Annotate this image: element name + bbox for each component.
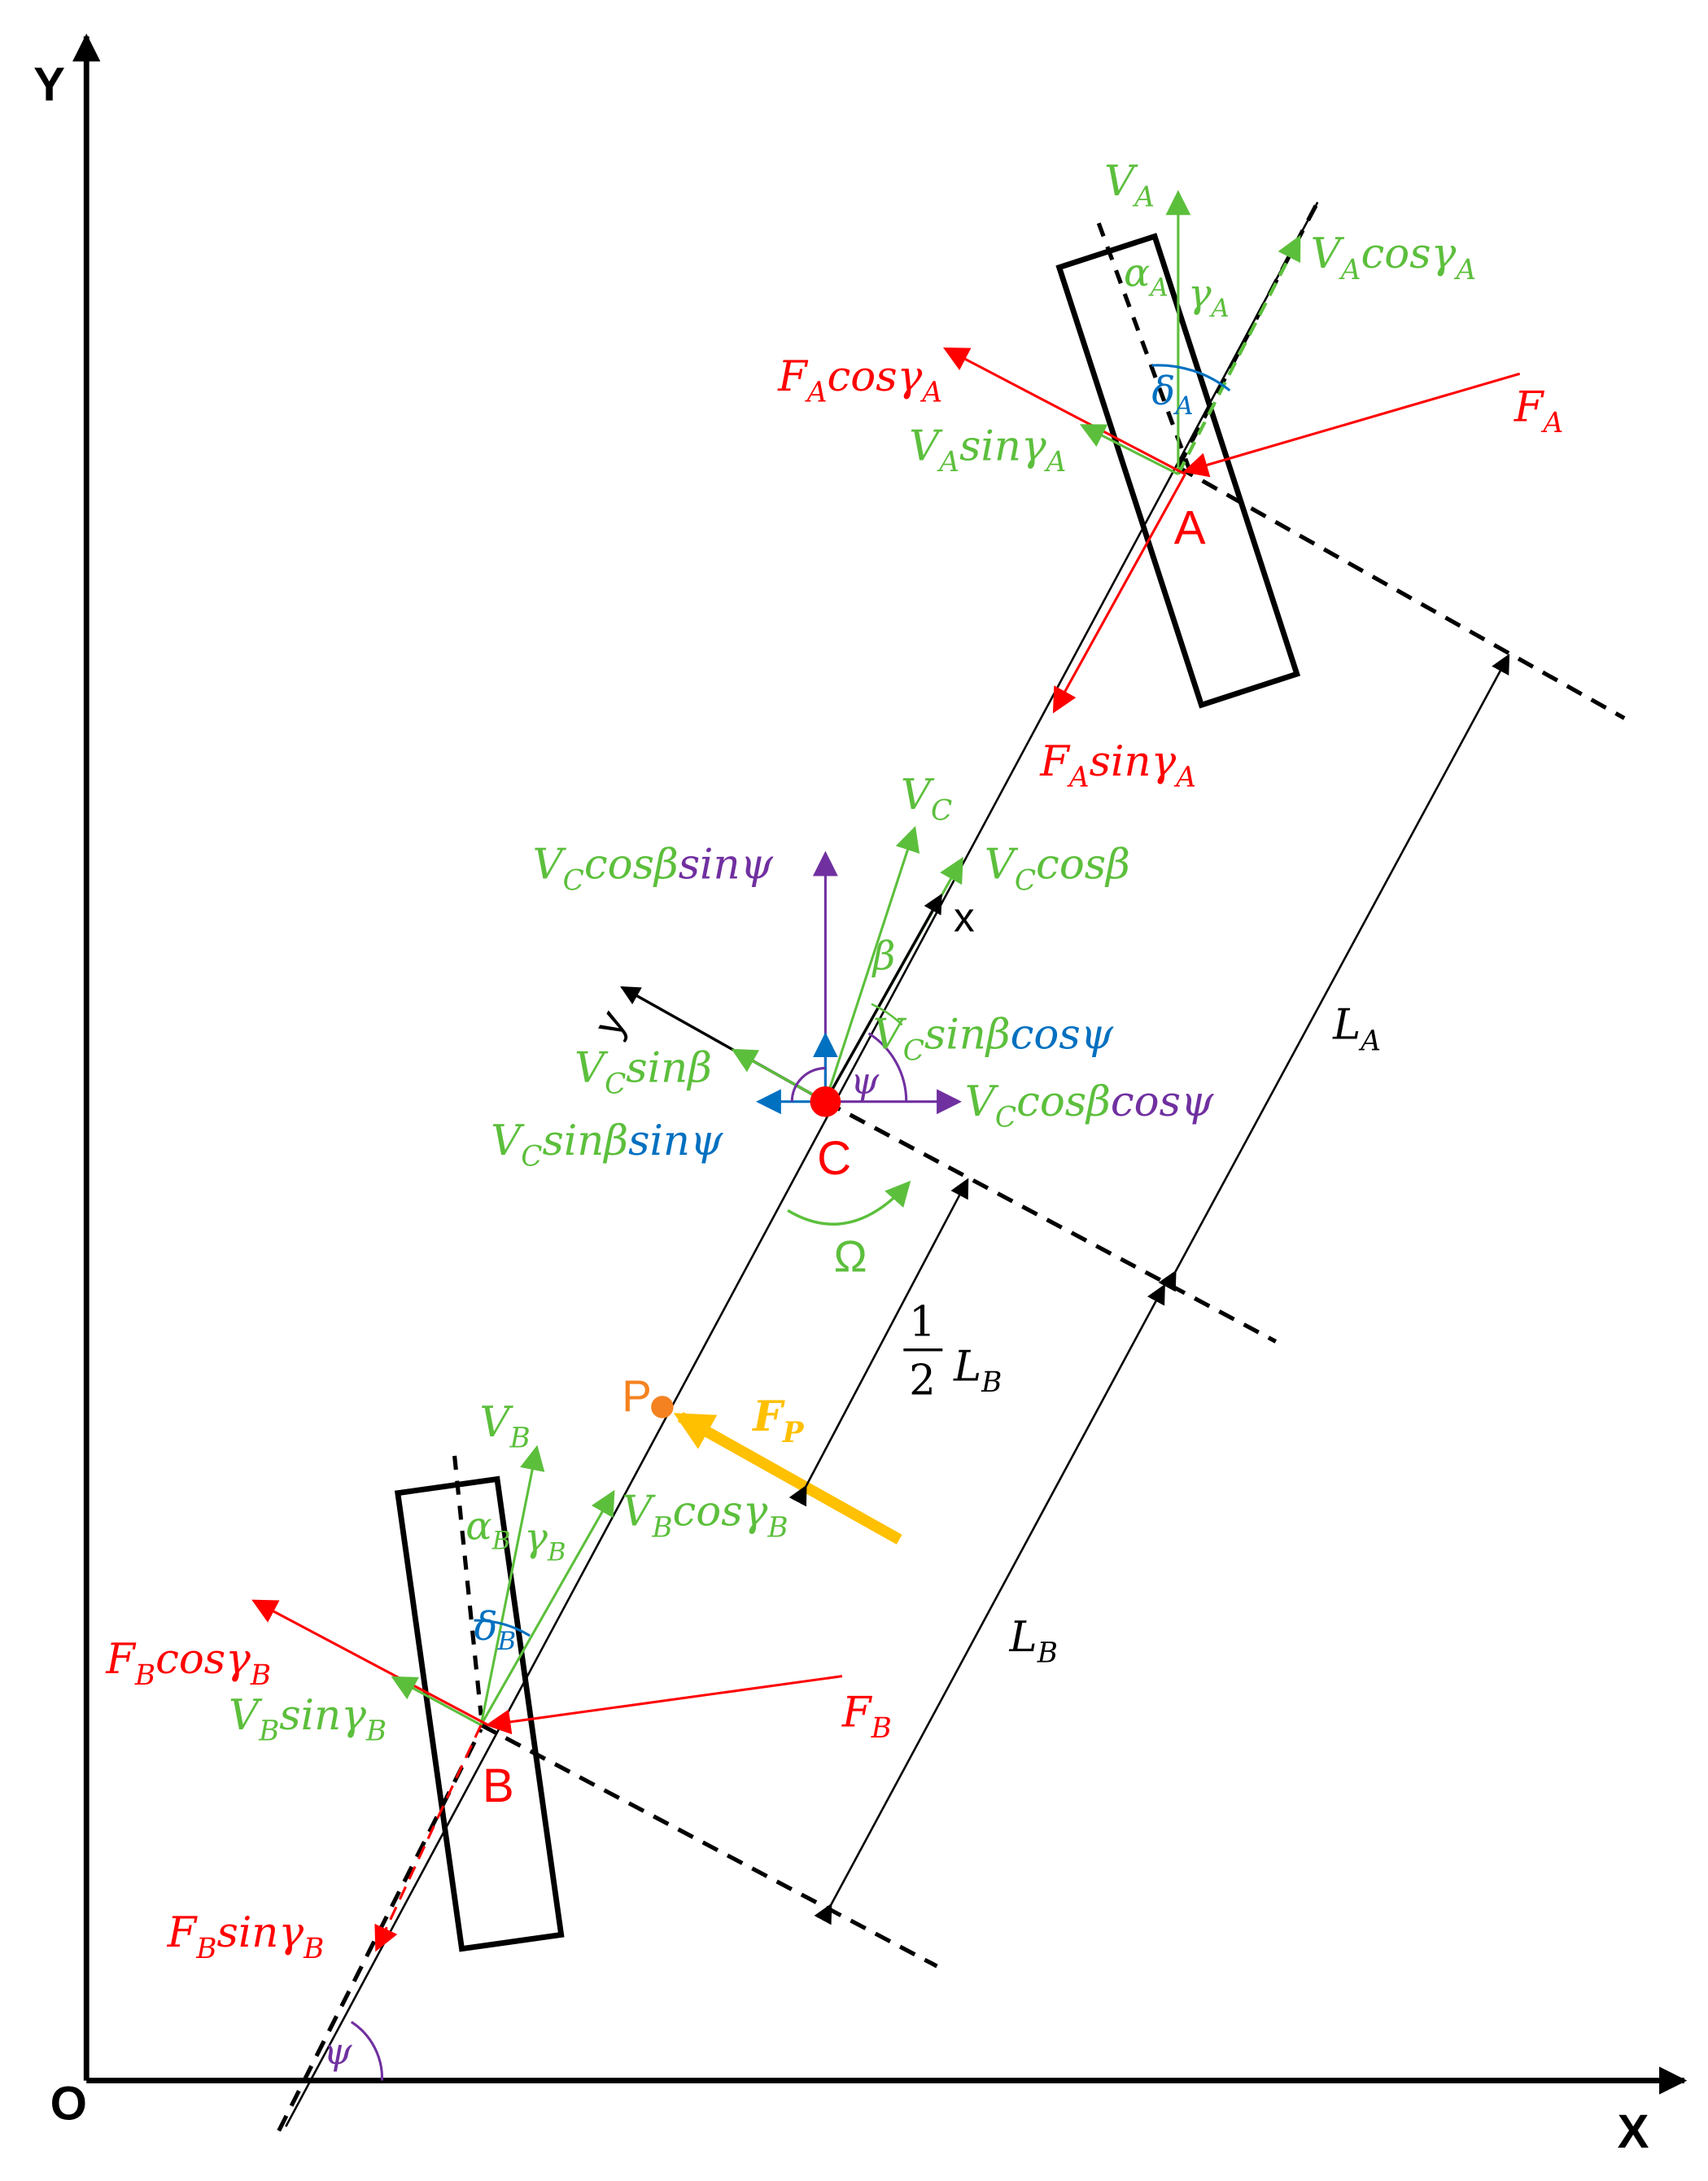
centerline-dashed-front (1176, 201, 1320, 469)
label-vc-cos-cos: VCcosβcosψ (965, 1077, 1214, 1134)
label-vc-cos-sin: VCcosβsinψ (533, 841, 774, 898)
dim-la-line (1158, 653, 1510, 1292)
label-vc: VC (901, 771, 952, 828)
delta-b-arc (474, 1619, 531, 1637)
point-c (810, 1086, 841, 1117)
vb-arrow (479, 1445, 545, 1725)
psi-origin-arc (350, 2021, 384, 2081)
vc-arrow (823, 825, 920, 1103)
label-va: VA (1104, 157, 1155, 214)
fb-arrow (485, 1675, 843, 1735)
label-local-y: y (584, 1002, 636, 1044)
label-point-c: C (817, 1132, 851, 1185)
local-x-axis (823, 894, 943, 1103)
label-fb: FB (841, 1688, 892, 1745)
label-fa-sin: FAsinγA (1039, 737, 1196, 794)
delta-a-arc (1151, 364, 1231, 392)
label-fb-cos: FBcosγB (105, 1635, 271, 1692)
svg-text:LB: LB (953, 1342, 1002, 1399)
label-delta-b: δB (474, 1604, 517, 1656)
label-beta: β (871, 933, 896, 979)
omega-arc (787, 1180, 911, 1226)
label-vb: VB (479, 1398, 530, 1455)
label-la: LA (1332, 1001, 1381, 1058)
origin-label: O (50, 2078, 87, 2131)
label-psi-c: ψ (850, 1060, 880, 1102)
label-vc-cos: VCcosβ (985, 841, 1130, 898)
label-va-cos: VAcosγA (1311, 229, 1476, 286)
label-delta-a: δA (1151, 369, 1193, 421)
y-axis-label: Y (33, 58, 65, 111)
psi-c-arc (867, 1032, 908, 1102)
label-lb: LB (1009, 1613, 1058, 1670)
dim-lb-line (814, 1283, 1165, 1925)
label-va-sin: VAsinγA (909, 422, 1066, 479)
label-half-lb: 1 2 LB (903, 1298, 1002, 1405)
fa-sin-arrow (1052, 473, 1186, 714)
label-point-p: P (622, 1370, 652, 1421)
vc-sin-arrow (731, 1048, 827, 1104)
x-axis-label: X (1618, 2105, 1649, 2158)
rear-wheel (394, 1455, 565, 1952)
label-gamma-b: γB (524, 1514, 566, 1567)
fb-sin-arrow (374, 1724, 483, 1952)
label-vc-sin-cos: VCsinβcosψ (873, 1011, 1114, 1068)
perp-line-a (1177, 465, 1626, 720)
label-fa-cos: FAcosγA (777, 352, 942, 409)
perp-line-b (479, 1723, 938, 1969)
beta-arc (871, 1003, 903, 1026)
vehicle-centerline (285, 201, 1319, 2127)
fa-cos-arrow (942, 347, 1186, 476)
label-gamma-a: γA (1188, 271, 1230, 323)
vb-cos-arrow (479, 1489, 615, 1726)
label-point-a: A (1174, 501, 1206, 554)
point-p (651, 1396, 674, 1418)
label-alpha-a: αA (1124, 250, 1169, 302)
label-vb-cos: VBcosγB (622, 1488, 788, 1545)
label-fb-sin: FBsinγB (167, 1908, 325, 1965)
fa-arrow (1182, 372, 1521, 478)
label-alpha-b: αB (465, 1504, 510, 1556)
label-vb-sin: VBsinγB (229, 1691, 387, 1748)
psi-c-arc-left (790, 1067, 826, 1102)
label-psi-origin: ψ (324, 2030, 353, 2073)
label-point-b: B (483, 1759, 514, 1812)
fb-cos-arrow (251, 1599, 489, 1726)
perp-line-c (824, 1099, 1278, 1344)
label-omega: Ω (834, 1231, 867, 1282)
svg-text:1: 1 (909, 1298, 936, 1347)
label-fp: FP (751, 1392, 804, 1449)
label-vc-sin-sin: VCsinβsinψ (491, 1117, 723, 1174)
label-fa: FA (1514, 383, 1563, 440)
va-sin-arrow (1079, 424, 1179, 476)
label-vc-sin: VCsinβ (574, 1044, 712, 1101)
svg-text:2: 2 (909, 1357, 936, 1405)
dim-half-lb-line (788, 1178, 969, 1507)
vb-sin-arrow (391, 1676, 482, 1726)
label-local-x: x (954, 894, 975, 941)
